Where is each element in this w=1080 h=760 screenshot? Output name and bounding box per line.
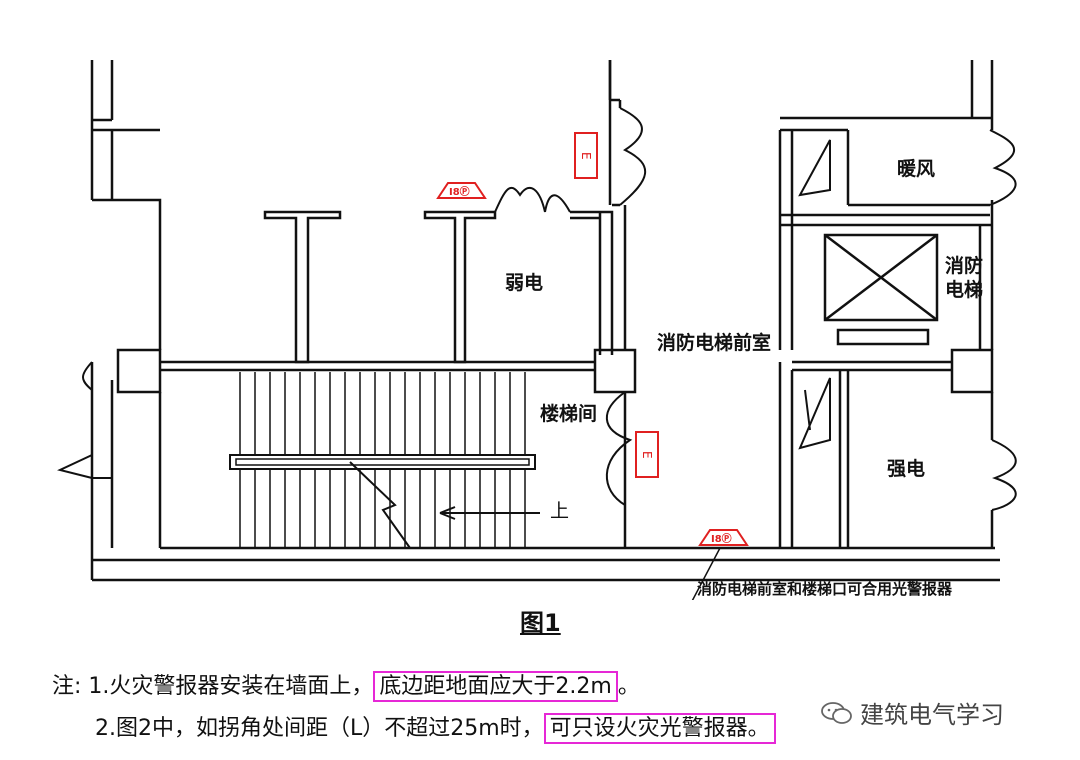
stair-up-label: 上	[550, 500, 570, 522]
left-wall-lower	[90, 362, 114, 580]
room-hvac: 暖风	[897, 158, 936, 180]
room-fire-elevator-lobby: 消防电梯前室	[657, 332, 772, 354]
floor-plan: E E I8Ⓟ I8Ⓟ	[57, 60, 1017, 600]
weak-room-wall	[570, 210, 614, 355]
stair-arrow	[439, 506, 540, 520]
note-line-1: 注: 1.火灾警报器安装在墙面上，底边距地面应大于2.2m。	[52, 668, 640, 702]
room-weak-electric: 弱电	[505, 272, 544, 294]
note-prefix: 注:	[52, 674, 89, 699]
column-right	[950, 348, 994, 394]
lobby-right-wall	[778, 130, 794, 548]
room-stairwell: 楼梯间	[540, 403, 598, 425]
alarm-e-icon	[574, 132, 659, 478]
room-strong-electric: 强电	[887, 458, 926, 480]
svg-text:I8Ⓟ: I8Ⓟ	[449, 185, 470, 198]
callout-text: 消防电梯前室和楼梯口可合用光警报器	[697, 580, 953, 598]
stair-wall	[92, 392, 1000, 582]
elevator-shaft	[823, 233, 939, 322]
stair-handrail	[229, 454, 536, 470]
note-2-text: 2.图2中，如拐角处间距（L）不超过25m时，	[95, 716, 544, 741]
note-line-2: 2.图2中，如拐角处间距（L）不超过25m时，可只设火灾光警报器。	[95, 710, 776, 744]
left-wall	[90, 60, 162, 350]
t-wall-2	[423, 210, 497, 364]
svg-text:I8Ⓟ: I8Ⓟ	[711, 532, 732, 545]
room-fire-elevator: 消防电梯	[945, 255, 984, 301]
light-alarm-icon	[436, 182, 749, 546]
wechat-icon	[821, 701, 852, 724]
column-mid	[593, 348, 637, 394]
watermark-text: 建筑电气学习	[860, 701, 1004, 729]
t-wall-1	[263, 210, 342, 364]
elevator-sill	[836, 328, 930, 346]
note-2-highlight: 可只设火灾光警报器。	[543, 713, 776, 744]
note-1-highlight: 底边距地面应大于2.2m	[373, 671, 618, 702]
svg-text:E: E	[640, 451, 654, 459]
right-top-wall	[780, 60, 994, 227]
figure-title: 图1	[520, 609, 561, 637]
column-left	[116, 348, 162, 394]
door-swings	[57, 107, 1017, 511]
note-1-end: 。	[617, 674, 640, 699]
watermark: 建筑电气学习	[820, 695, 1004, 730]
stair-break-line	[349, 461, 411, 549]
svg-text:E: E	[579, 152, 593, 160]
note-1-text: 1.火灾警报器安装在墙面上，	[88, 674, 374, 699]
corridor-wall	[160, 360, 595, 372]
callout-leader	[691, 547, 721, 600]
